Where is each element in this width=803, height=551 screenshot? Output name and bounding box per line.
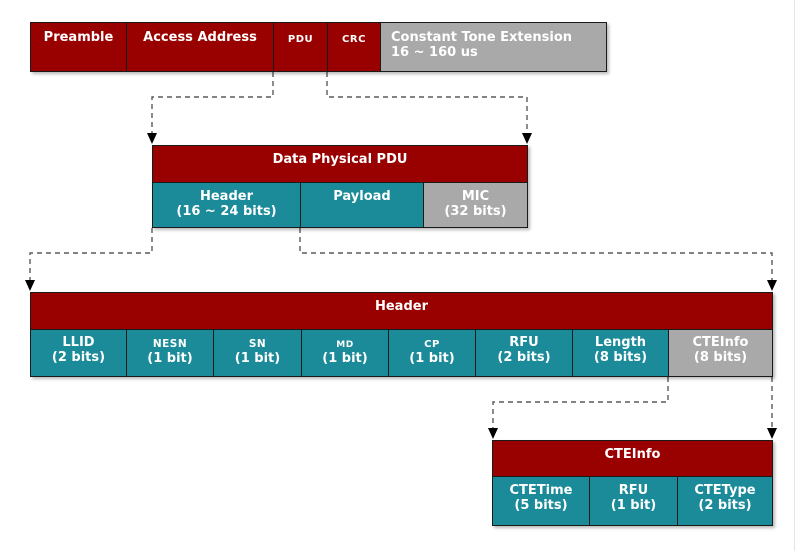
cell-label: Length [594,335,647,350]
cell-sublabel: (1 bit) [147,351,193,366]
arrow-down-icon [767,280,777,291]
cell-label: CRC [342,34,366,45]
header-cells: LLID (2 bits) NESN (1 bit) SN (1 bit) MD… [31,330,772,376]
cell-sublabel: (32 bits) [444,204,507,219]
arrow-down-icon [522,133,532,144]
pdu-cell-payload: Payload [301,183,424,227]
cell-sublabel: (1 bit) [409,351,455,366]
cell-label: CP [424,339,440,350]
arrow-down-icon [767,428,777,439]
cell-sublabel: (2 bits) [497,350,551,365]
header-cell-cp: CP (1 bit) [389,330,476,376]
connector-header-left [29,228,153,280]
header-cell-length: Length (8 bits) [573,330,669,376]
pdu-cell-header: Header (16 ~ 24 bits) [153,183,301,227]
cell-sublabel: (2 bits) [51,350,106,365]
cell-sublabel: (1 bit) [322,351,368,366]
arrow-down-icon [25,280,35,291]
cteinfo-cells: CTETime (5 bits) RFU (1 bit) CTEType (2 … [493,477,772,525]
cell-label: Preamble [43,30,114,45]
cteinfo-cell-rfu: RFU (1 bit) [590,477,678,525]
arrow-down-icon [488,428,498,439]
connector-pdu-left [151,72,274,133]
header-cell-llid: LLID (2 bits) [31,330,127,376]
cell-label: RFU [618,483,649,498]
block-title: Data Physical PDU [153,146,527,183]
packet-cell-access-address: Access Address [127,23,274,71]
cell-label: Access Address [143,30,257,45]
block-title: CTEInfo [493,441,772,477]
cell-label: MIC [461,189,490,204]
data-physical-pdu-block: Data Physical PDU Header (16 ~ 24 bits) … [152,145,528,228]
cell-sublabel: (2 bits) [698,498,752,513]
connector-pdu-right [326,72,528,133]
cell-sublabel: 16 ~ 160 us [391,45,478,60]
cell-label: PDU [287,34,314,45]
cell-label: CTETime [509,483,573,498]
cell-label: NESN [152,338,188,350]
packet-cell-crc: CRC [328,23,381,71]
cell-sublabel: (8 bits) [693,350,748,365]
block-title: Header [31,293,772,330]
cell-label: Payload [333,189,391,204]
header-block: Header LLID (2 bits) NESN (1 bit) SN (1 … [30,292,773,377]
page-edge-divider [794,0,795,551]
packet-cell-constant-tone-extension: Constant Tone Extension 16 ~ 160 us [381,23,606,71]
cell-label: LLID [62,335,95,350]
packet-row: Preamble Access Address PDU CRC Constant… [30,22,607,72]
packet-cell-pdu: PDU [274,23,328,71]
cell-label: MD [336,340,354,350]
header-cell-rfu: RFU (2 bits) [476,330,573,376]
cteinfo-block: CTEInfo CTETime (5 bits) RFU (1 bit) CTE… [492,440,773,526]
cell-label: Constant Tone Extension [391,30,573,45]
cell-sublabel: (5 bits) [514,498,568,513]
cell-sublabel: (8 bits) [593,350,648,365]
packet-cell-preamble: Preamble [31,23,127,71]
cell-label: RFU [509,335,539,350]
cell-label: Header [199,189,253,204]
pdu-cell-mic: MIC (32 bits) [424,183,527,227]
cell-label: SN [248,338,267,350]
cell-label: CTEInfo [692,335,749,350]
pdu-cells: Header (16 ~ 24 bits) Payload MIC (32 bi… [153,183,527,227]
cteinfo-cell-ctetype: CTEType (2 bits) [678,477,772,525]
header-cell-sn: SN (1 bit) [214,330,302,376]
header-cell-nesn: NESN (1 bit) [127,330,214,376]
cell-label: CTEType [694,483,756,498]
cell-sublabel: (16 ~ 24 bits) [176,204,277,219]
cell-sublabel: (1 bit) [234,351,281,366]
connector-header-right [299,228,773,280]
header-cell-md: MD (1 bit) [302,330,389,376]
cteinfo-cell-ctetime: CTETime (5 bits) [493,477,590,525]
cell-sublabel: (1 bit) [610,498,657,513]
connector-cteinfo-left [492,377,669,428]
header-cell-cteinfo: CTEInfo (8 bits) [669,330,772,376]
arrow-down-icon [147,133,157,144]
